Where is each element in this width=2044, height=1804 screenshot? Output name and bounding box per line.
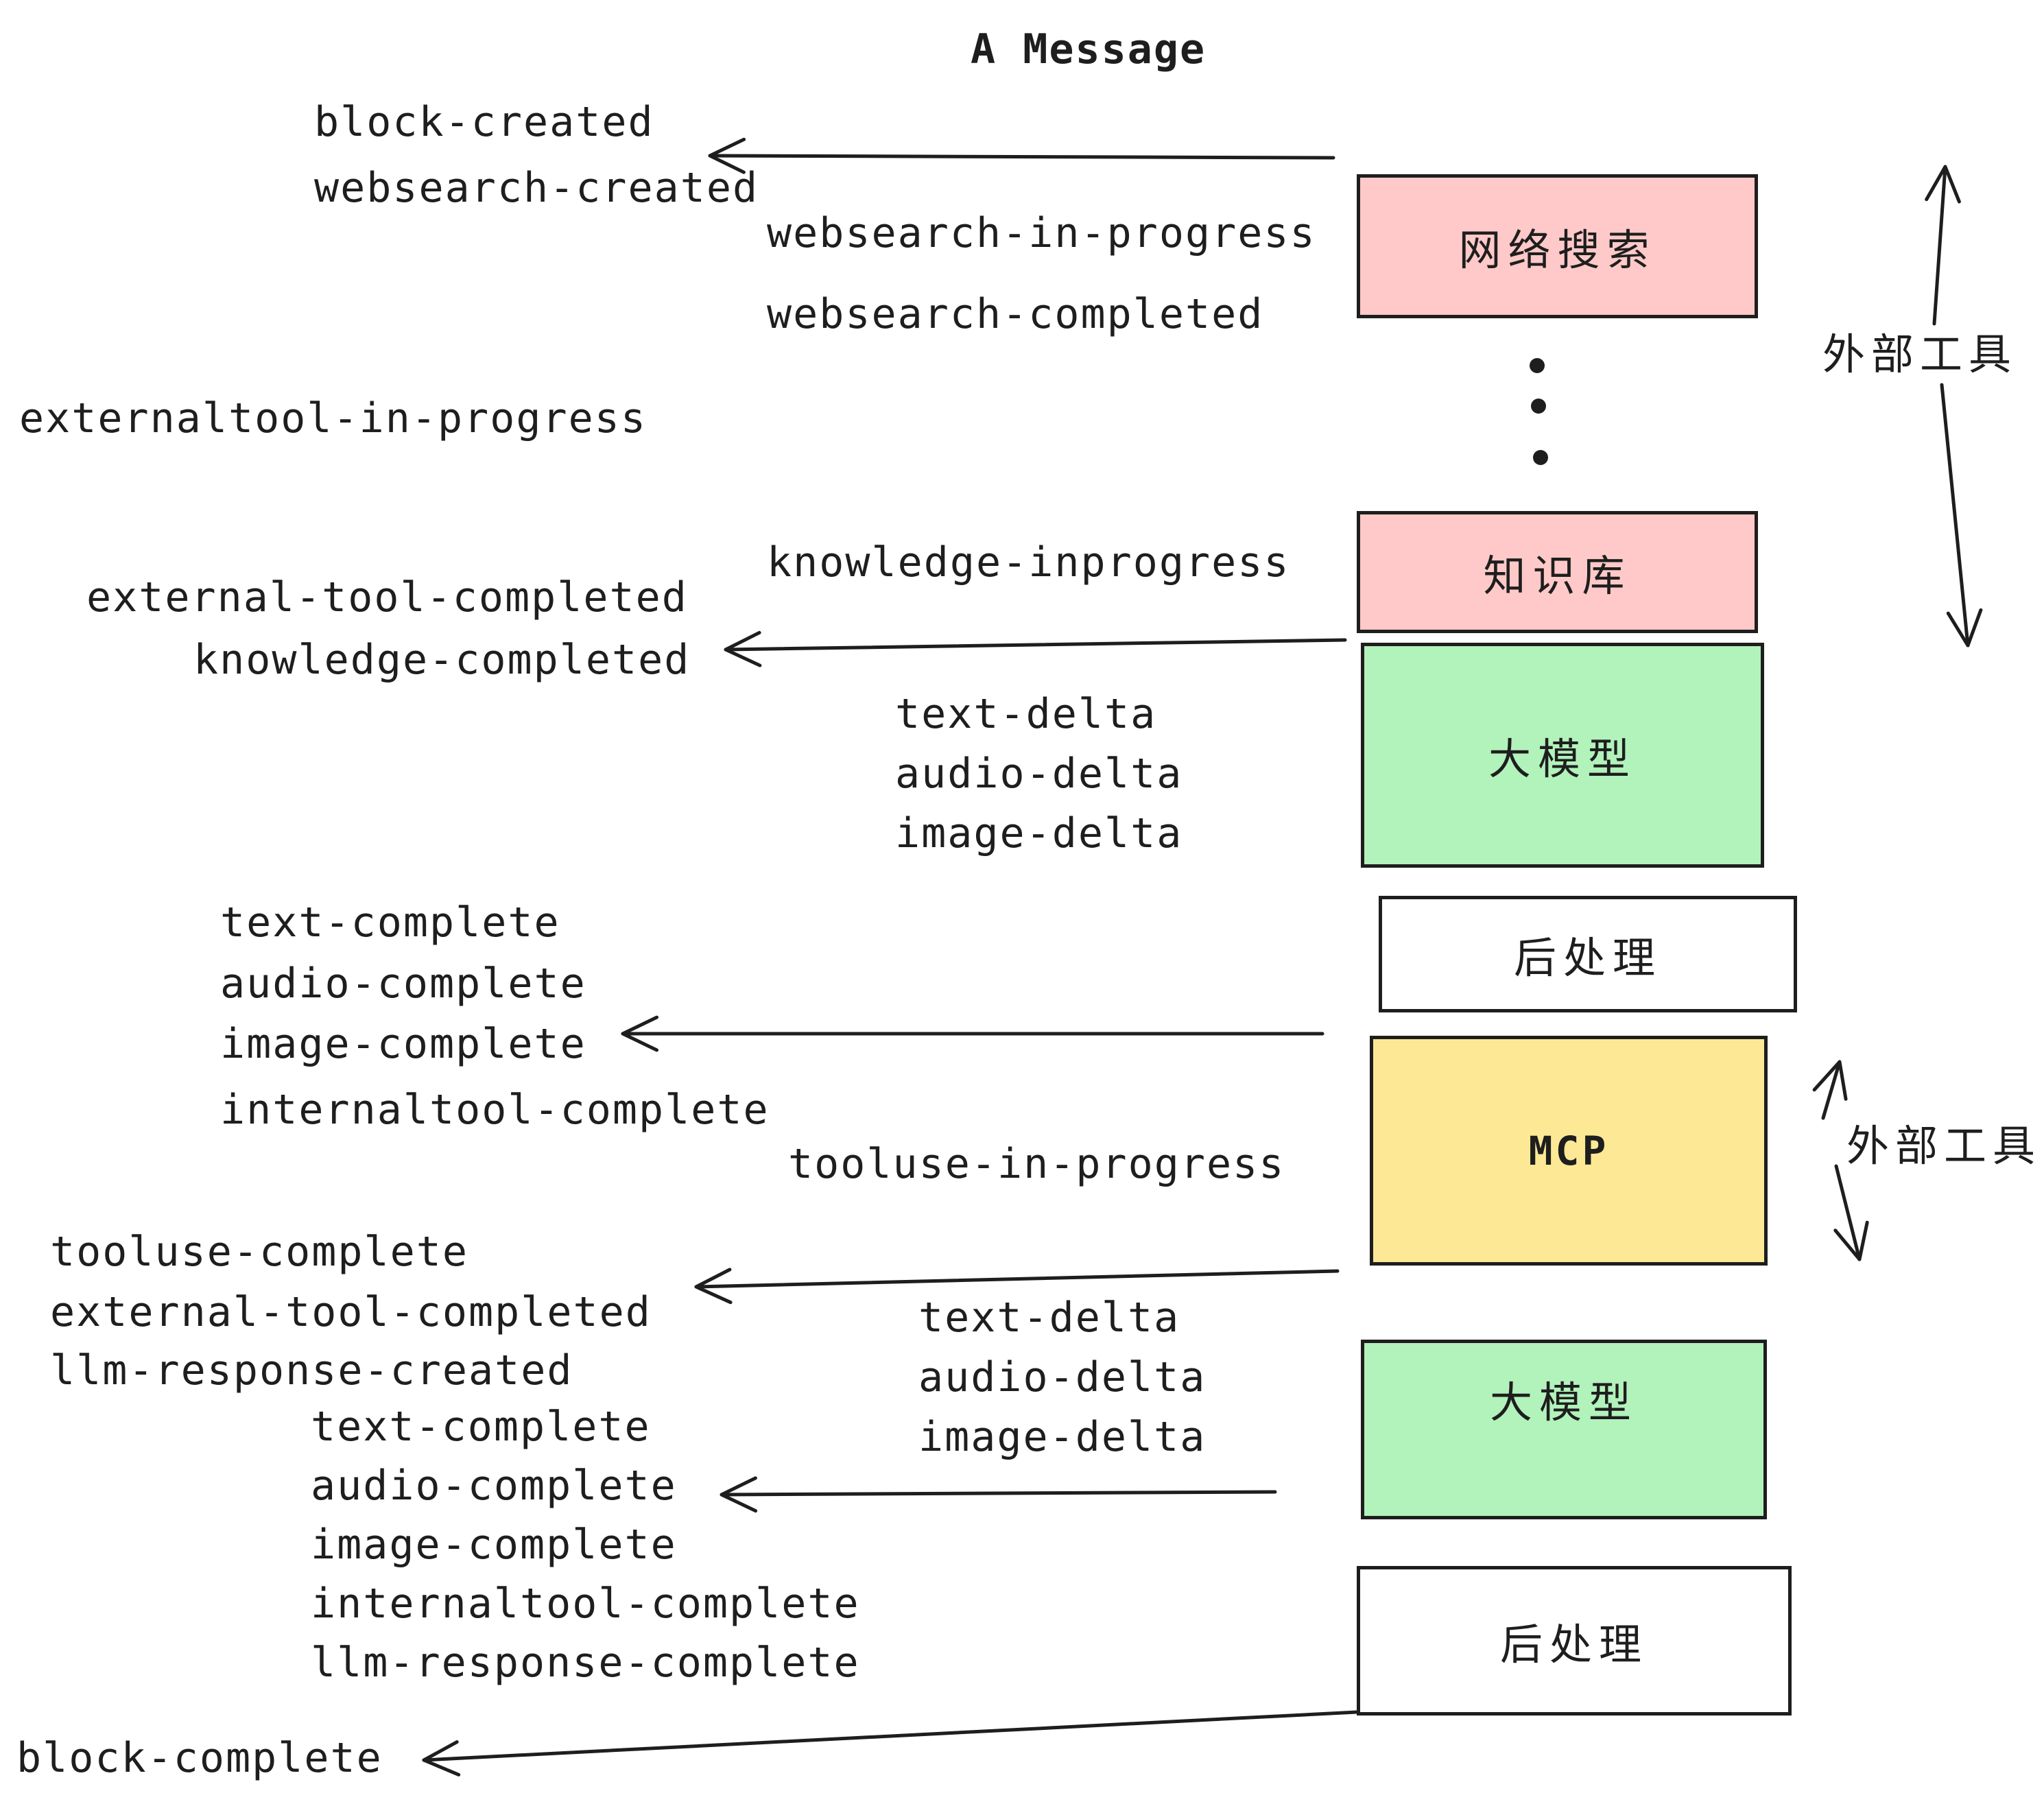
arrow-to-tooluse-complete (694, 1269, 1340, 1289)
box-llm-1: 大模型 (1361, 643, 1764, 868)
event-label-image-complete: image-complete (220, 1020, 586, 1068)
arrowhead (422, 1740, 461, 1777)
event-label-audio-delta: audio-delta (918, 1353, 1207, 1401)
external-tools-down-arrow-1 (1940, 383, 1970, 648)
arrowhead (720, 1476, 758, 1513)
ellipsis-dot-3 (1533, 450, 1548, 465)
event-label-websearch-in-progress: websearch-in-progress (767, 209, 1316, 257)
event-label-externaltool-in-progress: externaltool-in-progress (19, 394, 647, 442)
event-label-block-created: block-created (314, 98, 654, 146)
external-tools-up-arrow-2 (1821, 1060, 1842, 1120)
event-label-audio-delta: audio-delta (895, 750, 1183, 798)
arrowhead (1812, 1060, 1848, 1101)
event-label-websearch-completed: websearch-completed (767, 290, 1264, 338)
external-tools-up-arrow-1 (1932, 165, 1947, 326)
event-label-image-delta: image-delta (918, 1413, 1207, 1461)
event-label-text-complete: text-complete (220, 899, 560, 947)
event-label-audio-complete: audio-complete (220, 960, 586, 1008)
arrowhead (724, 630, 762, 667)
ellipsis-dot-2 (1531, 399, 1546, 414)
arrow-to-block-created (708, 154, 1335, 160)
box-post-process-2: 后处理 (1357, 1566, 1792, 1716)
side-label-external-tools-1: 外部工具 (1822, 329, 2018, 379)
event-label-audio-complete: audio-complete (311, 1462, 677, 1510)
event-label-websearch-created: websearch-created (314, 164, 759, 212)
external-tools-down-arrow-2 (1834, 1164, 1862, 1261)
event-label-internaltool-complete: internaltool-complete (220, 1086, 770, 1134)
arrow-to-block-complete (422, 1710, 1359, 1762)
box-knowledge-base: 知识库 (1357, 511, 1758, 633)
arrowhead (621, 1015, 659, 1052)
box-web-search: 网络搜索 (1357, 174, 1758, 318)
event-label-llm-response-complete: llm-response-complete (311, 1639, 860, 1687)
event-label-image-delta: image-delta (895, 809, 1183, 857)
event-label-internaltool-complete: internaltool-complete (311, 1580, 860, 1628)
event-label-block-complete: block-complete (16, 1734, 383, 1782)
arrowhead (708, 137, 746, 174)
event-label-llm-response-created: llm-response-created (50, 1346, 573, 1394)
side-label-external-tools-2: 外部工具 (1846, 1121, 2042, 1171)
event-label-knowledge-inprogress: knowledge-inprogress (767, 538, 1290, 586)
event-label-tooluse-in-progress: tooluse-in-progress (788, 1140, 1285, 1188)
box-post-process-1: 后处理 (1379, 896, 1797, 1012)
arrow-to-audio-complete (720, 1490, 1277, 1497)
box-llm-2: 大模型 (1361, 1340, 1767, 1519)
arrowhead (1925, 165, 1961, 204)
event-label-tooluse-complete: tooluse-complete (50, 1228, 468, 1276)
event-label-external-tool-completed: external-tool-completed (86, 573, 688, 621)
event-label-text-delta: text-delta (895, 690, 1157, 738)
arrowhead (1833, 1220, 1869, 1261)
event-label-external-tool-completed: external-tool-completed (50, 1288, 652, 1336)
event-label-text-complete: text-complete (311, 1403, 651, 1451)
event-label-image-complete: image-complete (311, 1521, 677, 1569)
arrow-to-knowledge-completed (724, 638, 1347, 652)
diagram-title: A Message (971, 25, 1207, 73)
arrowhead (1946, 608, 1983, 648)
ellipsis-dot-1 (1530, 358, 1545, 373)
arrowhead (694, 1268, 733, 1305)
event-label-knowledge-completed: knowledge-completed (193, 636, 691, 684)
event-label-text-delta: text-delta (918, 1294, 1180, 1342)
box-mcp: MCP (1370, 1036, 1768, 1266)
